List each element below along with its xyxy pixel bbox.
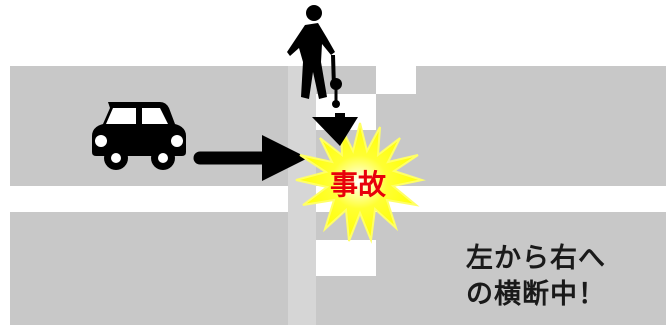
arrow-right xyxy=(193,135,308,181)
accident-label: 事故 xyxy=(330,168,386,201)
road-lower-left xyxy=(10,212,288,325)
arrow-down xyxy=(312,113,358,146)
crosswalk-edge-left xyxy=(288,66,316,325)
pedestrian-with-cane-icon xyxy=(287,5,342,108)
crosswalk-gray-6 xyxy=(316,276,416,325)
caption-line-2: の横断中！ xyxy=(466,279,606,310)
car-icon xyxy=(92,102,186,170)
road-upper-right xyxy=(416,66,666,186)
crosswalk-gray-1 xyxy=(316,66,376,94)
caption-line-1: 左から右へ xyxy=(466,243,606,274)
crosswalk-gray-5 xyxy=(376,240,416,276)
crosswalk-gray-2 xyxy=(376,94,416,130)
crossing-caption: 左から右へ の横断中！ xyxy=(466,241,666,313)
road-lower-right xyxy=(416,212,666,325)
collision-burst xyxy=(295,122,426,244)
road-network xyxy=(10,66,666,325)
